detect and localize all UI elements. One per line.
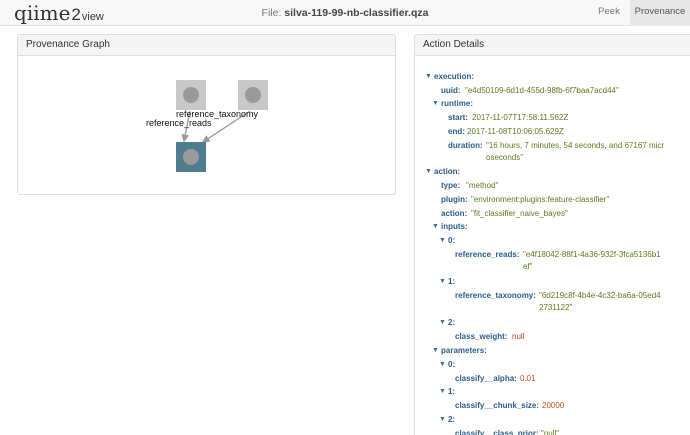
output-node-classifier[interactable]	[176, 142, 206, 172]
input-node-reads[interactable]	[176, 80, 206, 110]
caret-down-icon[interactable]: ▼	[439, 388, 446, 395]
caret-down-icon[interactable]: ▼	[439, 319, 446, 326]
tab-peek[interactable]: Peek	[598, 6, 620, 17]
input-node-taxonomy[interactable]	[238, 80, 268, 110]
file-label: File:	[261, 7, 282, 19]
caret-down-icon[interactable]: ▼	[432, 100, 439, 107]
caret-down-icon[interactable]: ▼	[439, 416, 446, 423]
file-name: silva-119-99-nb-classifier.qza	[284, 7, 429, 19]
edge-label-taxonomy: reference_taxonomy	[176, 109, 259, 119]
action-details-title: Action Details	[415, 35, 690, 56]
action-details-panel: Action Details ▼ execution: uuid: "e4d50…	[414, 34, 690, 435]
tab-provenance[interactable]: Provenance	[630, 0, 690, 26]
caret-down-icon[interactable]: ▼	[432, 347, 439, 354]
provenance-graph-title: Provenance Graph	[18, 35, 395, 56]
nav-tabs: Peek Provenance	[588, 0, 690, 26]
caret-down-icon[interactable]: ▼	[425, 73, 432, 80]
caret-down-icon[interactable]: ▼	[439, 361, 446, 368]
caret-down-icon[interactable]: ▼	[439, 237, 446, 244]
qiime2-view-logo[interactable]: q iime 2 view	[14, 1, 104, 25]
provenance-graph-panel: Provenance Graph reference_taxonomy refe…	[17, 34, 396, 195]
edge-reference-taxonomy	[201, 110, 251, 143]
caret-down-icon[interactable]: ▼	[439, 278, 446, 285]
edge-reference-reads	[181, 110, 191, 143]
edge-label-reads: reference_reads	[146, 118, 212, 128]
top-navbar: q iime 2 view File: silva-119-99-nb-clas…	[0, 0, 690, 26]
logo-view: view	[81, 11, 104, 23]
logo-ime: iime	[26, 1, 71, 25]
provenance-graph-canvas: reference_taxonomy reference_reads	[146, 80, 268, 172]
logo-q: q	[14, 1, 27, 25]
caret-down-icon[interactable]: ▼	[425, 168, 432, 175]
logo-two: 2	[71, 5, 81, 24]
caret-down-icon[interactable]: ▼	[432, 223, 439, 230]
